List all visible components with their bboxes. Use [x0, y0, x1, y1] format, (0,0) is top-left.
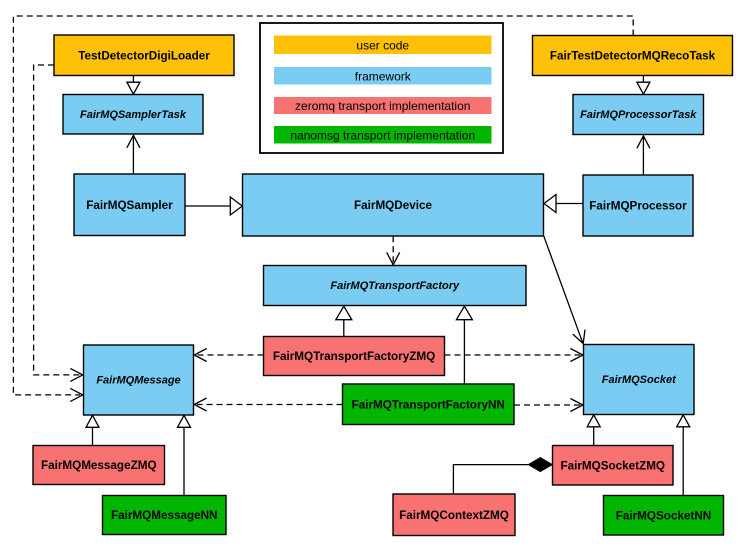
svg-text:FairMQMessage: FairMQMessage	[96, 375, 180, 387]
svg-text:FairMQSampler: FairMQSampler	[86, 199, 173, 212]
svg-text:FairTestDetectorMQRecoTask: FairTestDetectorMQRecoTask	[550, 50, 716, 63]
svg-text:user code: user code	[356, 38, 409, 52]
svg-text:FairMQSocketZMQ: FairMQSocketZMQ	[560, 459, 665, 472]
svg-text:FairMQSocket: FairMQSocket	[602, 374, 677, 386]
svg-text:FairMQSocketNN: FairMQSocketNN	[616, 509, 711, 522]
svg-text:FairMQMessageNN: FairMQMessageNN	[111, 509, 218, 522]
svg-text:FairMQTransportFactory: FairMQTransportFactory	[330, 280, 460, 292]
svg-text:FairMQTransportFactoryNN: FairMQTransportFactoryNN	[352, 398, 505, 411]
svg-text:framework: framework	[355, 69, 412, 83]
svg-text:FairMQDevice: FairMQDevice	[354, 199, 432, 212]
svg-text:FairMQSamplerTask: FairMQSamplerTask	[80, 109, 187, 121]
svg-text:zeromq transport implementatio: zeromq transport implementation	[295, 99, 470, 113]
svg-text:FairMQProcessor: FairMQProcessor	[589, 200, 687, 213]
svg-text:TestDetectorDigiLoader: TestDetectorDigiLoader	[78, 49, 210, 62]
svg-text:nanomsg transport implementati: nanomsg transport implementation	[290, 128, 475, 142]
svg-text:FairMQProcessorTask: FairMQProcessorTask	[580, 109, 697, 121]
svg-text:FairMQTransportFactoryZMQ: FairMQTransportFactoryZMQ	[273, 350, 435, 363]
svg-text:FairMQContextZMQ: FairMQContextZMQ	[399, 509, 509, 522]
svg-text:FairMQMessageZMQ: FairMQMessageZMQ	[41, 459, 157, 472]
